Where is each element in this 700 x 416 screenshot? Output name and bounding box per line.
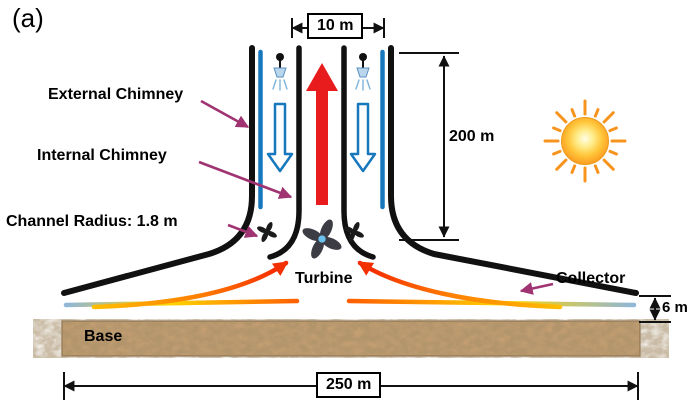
turbine-icon (302, 219, 342, 259)
dimension-200m-label: 200 m (449, 128, 495, 145)
collector-label: Collector (556, 270, 626, 287)
airflow-arrow-left (91, 260, 289, 310)
down-arrow-icon-left (266, 102, 294, 173)
fan-icon-right (344, 222, 364, 242)
internal-chimney-label: Internal Chimney (37, 147, 167, 164)
turbine-label: Turbine (295, 270, 353, 287)
base-label: Base (84, 328, 123, 345)
channel-radius-label: Channel Radius: 1.8 m (6, 213, 178, 230)
external-chimney-wall-right (388, 45, 639, 296)
pointer-external-chimney (200, 99, 250, 129)
pointer-collector (519, 282, 554, 295)
airflow-arrow-right (357, 260, 563, 310)
pointer-internal-chimney (198, 160, 293, 199)
dimension-10m-label: 10 m (307, 13, 364, 39)
base-ground (61, 320, 641, 357)
dimension-6m (639, 295, 671, 323)
down-arrow-icon-right (349, 102, 377, 173)
panel-label: (a) (12, 3, 44, 33)
fan-icon-left (257, 222, 277, 242)
spray-nozzle-icon-right (355, 53, 371, 91)
up-arrow-icon (306, 63, 338, 205)
spray-nozzle-icon-left (272, 53, 288, 91)
dimension-200m (399, 52, 459, 241)
sun-icon (543, 99, 627, 183)
pointer-channel-radius (227, 223, 259, 238)
dimension-250m-label: 250 m (316, 372, 382, 398)
external-chimney-wall-left (61, 45, 255, 296)
internal-chimney-wall-left (267, 45, 302, 260)
external-chimney-label: External Chimney (48, 86, 184, 103)
dimension-6m-label: 6 m (662, 299, 688, 316)
heated-air-gradient-left (63, 298, 300, 308)
